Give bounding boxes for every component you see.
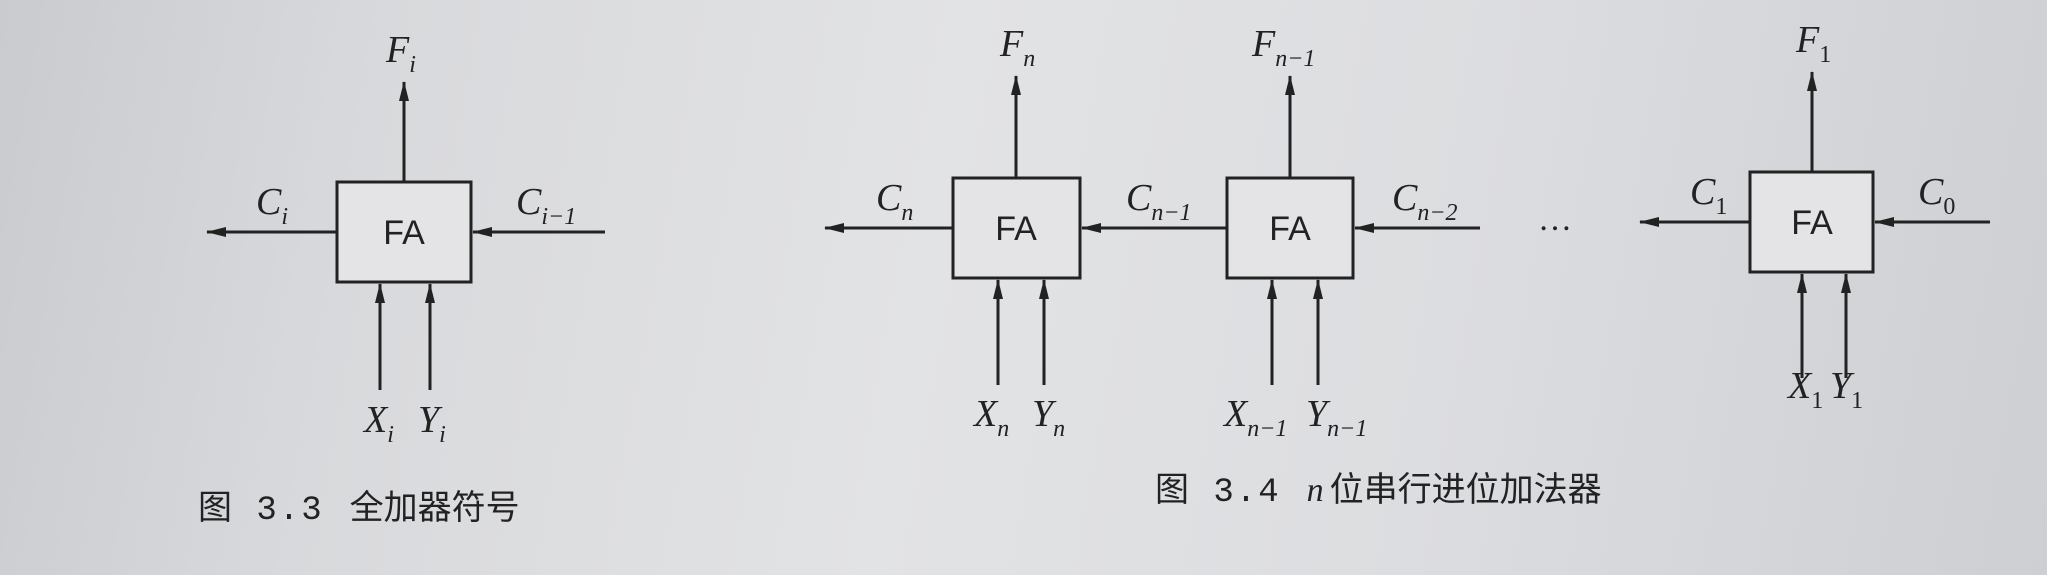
fig33-out-label: Fi <box>385 29 416 78</box>
fig34-stage-n1-x-label: Xn−1 <box>1222 393 1287 442</box>
fig34-stage-1-carry-in-label: C0 <box>1918 171 1955 220</box>
fig34-stage-n-carry-out-label: Cn <box>876 177 913 226</box>
fig34-stage-n-fa-label: FA <box>995 210 1037 248</box>
fig34-caption-variable: n <box>1306 472 1324 509</box>
fig34-stage-n1-fa-label: FA <box>1269 210 1311 248</box>
fig34-stage-1: FA F1 C1 C0 X1 Y1 <box>1639 19 1990 414</box>
fig33-full-adder: FA Fi Ci Ci−1 Xi Yi <box>206 29 605 448</box>
fig34-stage-n1-carry-out-label: Cn−1 <box>1126 177 1192 226</box>
fig34-stage-n-x-label: Xn <box>972 393 1009 442</box>
fig33-caption: 图 3.3 全加器符号 <box>198 480 520 530</box>
fig34-stage-n-y-label: Yn <box>1032 393 1065 442</box>
fig34-stage-1-out-label: F1 <box>1795 19 1831 68</box>
fig33-carry-out-label: Ci <box>256 181 288 230</box>
fig34-stage-n1: FA Fn−1 Cn−1 Cn−2 Xn−1 Yn−1 <box>1081 23 1480 442</box>
fig33-x-label: Xi <box>362 399 394 448</box>
fig33-caption-text: 全加器符号 <box>349 488 520 528</box>
fig34-stage-1-x-label: X1 <box>1786 365 1823 414</box>
fig34-caption-text: 位串行进位加法器 <box>1329 470 1602 510</box>
fig34-stage-1-carry-out-label: C1 <box>1690 171 1727 220</box>
fig34-stage-1-y-label: Y1 <box>1830 365 1863 414</box>
fig33-fa-label: FA <box>383 214 425 252</box>
fig34-stage-1-fa-label: FA <box>1791 204 1833 242</box>
fig34-stage-n1-out-label: Fn−1 <box>1251 23 1315 72</box>
fig34-ellipsis: … <box>1538 201 1576 238</box>
fig34-stage-n1-y-label: Yn−1 <box>1306 393 1367 442</box>
fig33-carry-in-label: Ci−1 <box>516 181 576 230</box>
fig34-caption-number: 图 3.4 <box>1155 474 1281 512</box>
fig34-stage-n: FA Fn Cn Xn Yn <box>824 23 1082 442</box>
fig33-caption-number: 图 3.3 <box>198 492 324 530</box>
fig34-stage-n1-carry-in-label: Cn−2 <box>1392 177 1458 226</box>
fig33-y-label: Yi <box>418 399 446 448</box>
fig34-stage-n-out-label: Fn <box>999 23 1035 72</box>
